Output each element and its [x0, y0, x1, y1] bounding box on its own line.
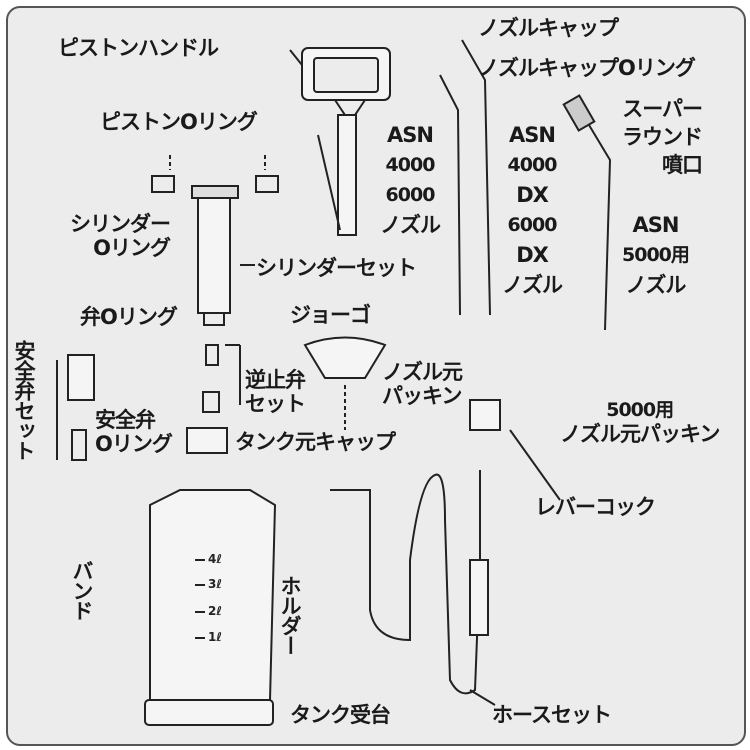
label-safety-valve-set: 安全弁セット: [12, 340, 36, 460]
label-nozzle-cap-oring: ノズルキャップOリング: [478, 56, 696, 80]
label-cylinder-set: シリンダーセット: [256, 256, 417, 280]
label-nozzle-base-packing: ノズル元パッキン: [382, 360, 463, 408]
piston-handle-drawing: [301, 47, 391, 236]
tank-drawing: [144, 427, 277, 726]
label-hose-set: ホースセット: [492, 703, 612, 727]
label-super-round-nozzle: スーパーラウンド噴口: [622, 97, 703, 177]
label-tank-base: タンク受台: [290, 703, 391, 727]
label-band: バンド: [70, 560, 94, 620]
cylinder-drawing: [151, 155, 279, 413]
label-piston-handle: ピストンハンドル: [58, 36, 219, 60]
label-valve-oring: 弁Oリング: [80, 305, 178, 329]
label-5000-packing: 5000用ノズル元パッキン: [560, 399, 720, 446]
label-funnel: ジョーゴ: [290, 303, 371, 327]
label-piston-oring: ピストンOリング: [100, 110, 258, 134]
tank-scale-2l: 2ℓ: [208, 604, 223, 618]
label-lever-cock: レバーコック: [535, 495, 656, 519]
label-tank-cap: タンク元キャップ: [235, 430, 396, 454]
tank-scale-1l: 1ℓ: [208, 630, 223, 644]
label-holder: ホルダー: [278, 575, 302, 655]
diagram-frame: [6, 6, 746, 746]
label-check-valve-set: 逆止弁セット: [245, 368, 306, 416]
label-nozzle-cap: ノズルキャップ: [478, 16, 619, 40]
tank-scale-4l: 4ℓ: [208, 552, 223, 566]
tank-scale-3l: 3ℓ: [208, 577, 223, 591]
